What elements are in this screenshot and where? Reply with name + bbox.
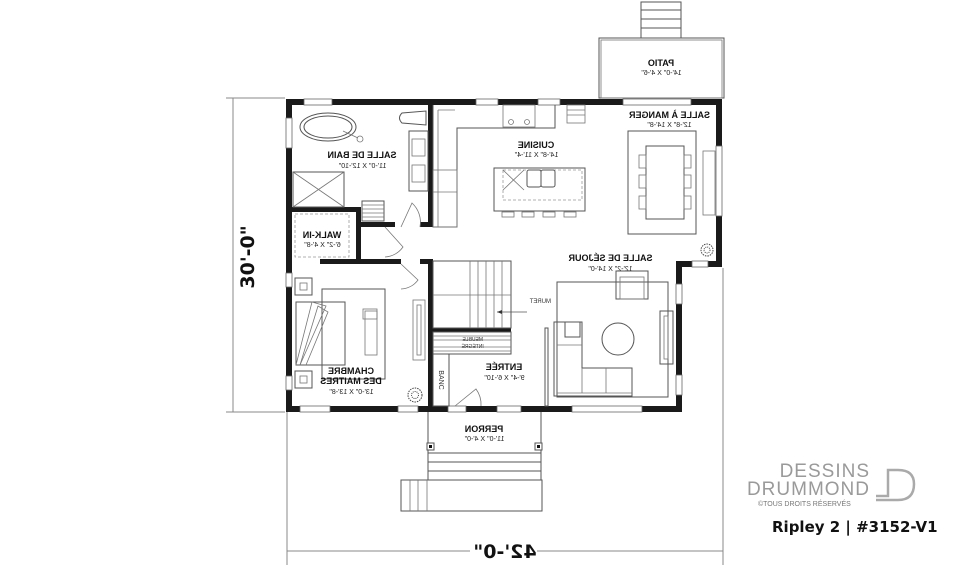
svg-text:SALLE DE SÉJOUR: SALLE DE SÉJOUR [568,253,653,263]
salle-de-sejour: SALLE DE SÉJOUR 12'-2" X 14'-0" [412,253,674,398]
svg-text:42'-0": 42'-0" [473,541,536,563]
svg-text:12'-2" X 14'-0": 12'-2" X 14'-0" [588,266,633,273]
plant-icon [407,387,423,403]
logo-line2: DRUMMOND [746,479,870,500]
logo-mark-icon [876,468,916,502]
muret: MURET [529,299,551,407]
svg-text:6'-2" X 4'-8": 6'-2" X 4'-8" [304,242,341,249]
depth-dimension-label: 30'-0" [234,225,259,289]
svg-text:11'-0" X 4'-0": 11'-0" X 4'-0" [464,436,504,443]
logo-line1: DESSINS [779,461,870,482]
bench: BANC [407,353,450,407]
svg-text:CUISINE: CUISINE [518,140,555,150]
svg-text:MURET: MURET [529,299,551,305]
svg-text:9'-4" X 6'-10": 9'-4" X 6'-10" [484,375,525,382]
copyright-text: ©TOUS DROITS RÉSERVÉS [758,501,851,508]
svg-text:ENTRÉE: ENTRÉE [486,362,523,372]
svg-text:12'-8" X 14'-8": 12'-8" X 14'-8" [647,122,692,129]
width-dimension-label: 42'-0" [473,541,536,563]
svg-text:13'-0" X 13'-8": 13'-0" X 13'-8" [329,389,374,396]
patio: PATIO 14'-0" X 4'-6" [598,1,725,99]
svg-text:CHAMBRE: CHAMBRE [328,366,374,376]
cuisine: CUISINE 14'-8" X 11'-4" [432,104,586,228]
built-in-furniture: MEUBLE INTÉGRÉ [432,331,512,355]
svg-text:BANC: BANC [437,370,444,389]
svg-text:SALLE DE BAIN: SALLE DE BAIN [327,150,396,160]
svg-text:WALK-IN: WALK-IN [303,230,342,240]
svg-text:30'-0": 30'-0" [237,225,259,288]
plant-icon [700,243,714,257]
svg-text:PERRON: PERRON [465,424,504,434]
chambre-des-maitres: CHAMBRE DES MAITRES 13'-0" X 13'-8" [294,277,386,396]
svg-text:14'-8" X 11'-4": 14'-8" X 11'-4" [514,152,558,159]
svg-text:11'-0" X 12'-10": 11'-0" X 12'-10" [338,163,386,170]
walk-in: WALK-IN 6'-2" X 4'-8" [294,213,350,258]
svg-text:PATIO: PATIO [648,58,674,68]
dimension-lines [226,97,724,565]
svg-text:MEUBLE: MEUBLE [462,337,483,343]
svg-text:14'-0" X 4'-6": 14'-0" X 4'-6" [641,70,682,77]
svg-text:DES MAITRES: DES MAITRES [320,376,382,386]
plan-id: Ripley 2 | #3152-V1 [772,518,938,536]
stairs [432,260,527,329]
interior-walls [292,105,511,406]
salle-de-bain: SALLE DE BAIN 11'-0" X 12'-10" [292,110,429,222]
doors [384,202,482,407]
svg-text:SALLE À MANGER: SALLE À MANGER [629,110,711,120]
perron: PERRON 11'-0" X 4'-0" [400,412,543,512]
salle-a-manger: SALLE À MANGER 12'-8" X 14'-8" [627,110,716,257]
dessins-drummond-logo: DESSINS DRUMMOND ©TOUS DROITS RÉSERVÉS [747,461,922,522]
entree: ENTRÉE 9'-4" X 6'-10" [484,362,525,382]
svg-text:INTÉGRÉ: INTÉGRÉ [461,343,484,350]
windows [285,98,723,413]
